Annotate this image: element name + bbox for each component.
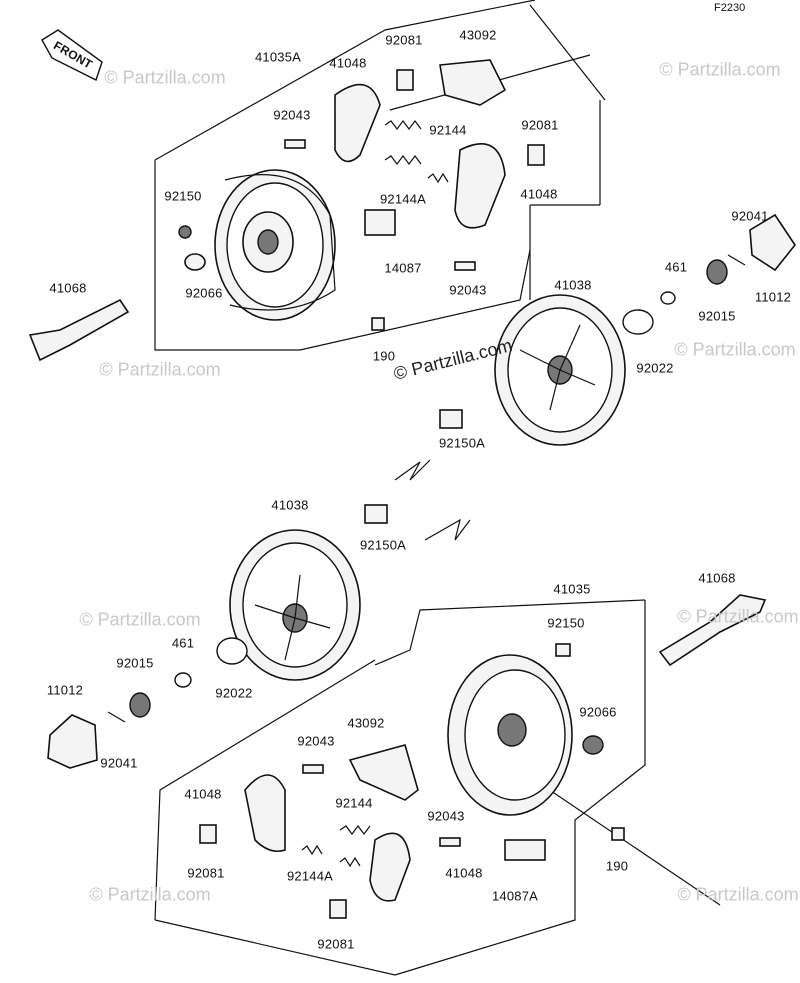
part-label: 41038: [271, 497, 309, 513]
watermark: © Partzilla.com: [79, 609, 201, 630]
part-label: 92150: [164, 188, 202, 204]
front-arrow-icon: [41, 29, 103, 81]
part-label: 92043: [297, 733, 335, 749]
part-label: 41035A: [254, 49, 302, 65]
part-label: 92043: [449, 282, 487, 298]
part-label: 92150A: [359, 537, 407, 553]
part-label: 461: [171, 635, 195, 651]
watermark: © Partzilla.com: [659, 59, 781, 80]
diagram-code: F2230: [714, 2, 746, 14]
part-label: 92144: [429, 122, 467, 138]
part-label: 92144A: [379, 191, 427, 207]
part-label: 14087A: [491, 888, 539, 904]
part-label: 92081: [521, 117, 559, 133]
part-label: 92144: [335, 795, 373, 811]
part-label: 41035: [553, 581, 591, 597]
part-label: 92081: [187, 865, 225, 881]
part-label: 43092: [459, 27, 497, 43]
part-label: 461: [664, 259, 688, 275]
part-label: 92066: [579, 704, 617, 720]
part-label: 14087: [384, 260, 422, 276]
part-label: 92041: [731, 208, 769, 224]
part-label: 41038: [554, 277, 592, 293]
watermark: © Partzilla.com: [677, 884, 799, 905]
part-label: 92150: [547, 615, 585, 631]
part-label: 11012: [46, 682, 84, 698]
part-label: 92081: [317, 936, 355, 952]
part-label: 92066: [185, 285, 223, 301]
part-label: 41068: [49, 280, 87, 296]
part-label: 41048: [184, 786, 222, 802]
part-label: 92150A: [438, 435, 486, 451]
watermark: © Partzilla.com: [99, 359, 221, 380]
part-label: 43092: [347, 715, 385, 731]
part-label: 41068: [698, 570, 736, 586]
part-label: 41048: [445, 865, 483, 881]
watermark: © Partzilla.com: [104, 67, 226, 88]
watermark: © Partzilla.com: [89, 884, 211, 905]
part-label: 190: [605, 858, 629, 874]
part-label: 190: [372, 348, 396, 364]
part-label: 92041: [100, 755, 138, 771]
part-label: 92022: [215, 685, 253, 701]
part-label: 92015: [116, 655, 154, 671]
part-label: 41048: [520, 186, 558, 202]
watermark: © Partzilla.com: [677, 606, 799, 627]
part-label: 92015: [698, 308, 736, 324]
part-label: 92043: [427, 808, 465, 824]
part-label: 92043: [273, 107, 311, 123]
part-label: 11012: [754, 289, 792, 305]
part-label: 41048: [329, 55, 367, 71]
watermark: © Partzilla.com: [674, 339, 796, 360]
part-label: 92081: [385, 32, 423, 48]
part-label: 92144A: [286, 868, 334, 884]
part-label: 92022: [636, 360, 674, 376]
